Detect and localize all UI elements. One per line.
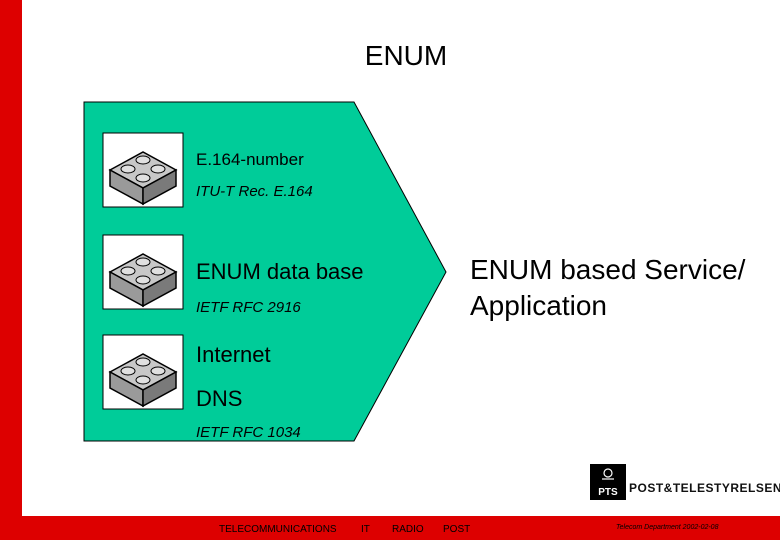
footer-date-text: Telecom Department 2002-02-08: [616, 524, 719, 531]
footer-bar: [0, 516, 780, 540]
footer-item: TELECOMMUNICATIONS: [219, 524, 337, 535]
footer-nav: TELECOMMUNICATIONS IT RADIO POST: [0, 524, 780, 538]
service-label-line: ENUM based Service/: [470, 254, 746, 285]
lego-brick-icon: [102, 334, 184, 410]
logo-wordmark: POST&TELESTYRELSEN: [629, 481, 780, 495]
footer-item: IT: [361, 524, 370, 535]
layer-label: Internet: [196, 342, 271, 367]
layer-sublabel: IETF RFC 1034: [196, 424, 301, 441]
left-accent-bar: [0, 0, 22, 540]
layer-label: DNS: [196, 386, 243, 411]
layer-label: ENUM data base: [196, 259, 364, 284]
layer-sublabel: ITU-T Rec. E.164: [196, 183, 313, 200]
pts-logo-icon: PTS: [590, 464, 626, 500]
lego-brick-icon: [102, 132, 184, 208]
slide-title: ENUM: [364, 40, 448, 71]
footer-item: POST: [443, 524, 471, 535]
footer-item: RADIO: [392, 524, 424, 535]
service-application-label: ENUM based Service/ Application: [470, 252, 770, 324]
service-label-line: Application: [470, 290, 607, 321]
layer-label: E.164-number: [196, 150, 304, 169]
lego-brick-icon: [102, 234, 184, 310]
logo-mark: PTS: [598, 487, 618, 498]
layer-sublabel: IETF RFC 2916: [196, 299, 301, 316]
